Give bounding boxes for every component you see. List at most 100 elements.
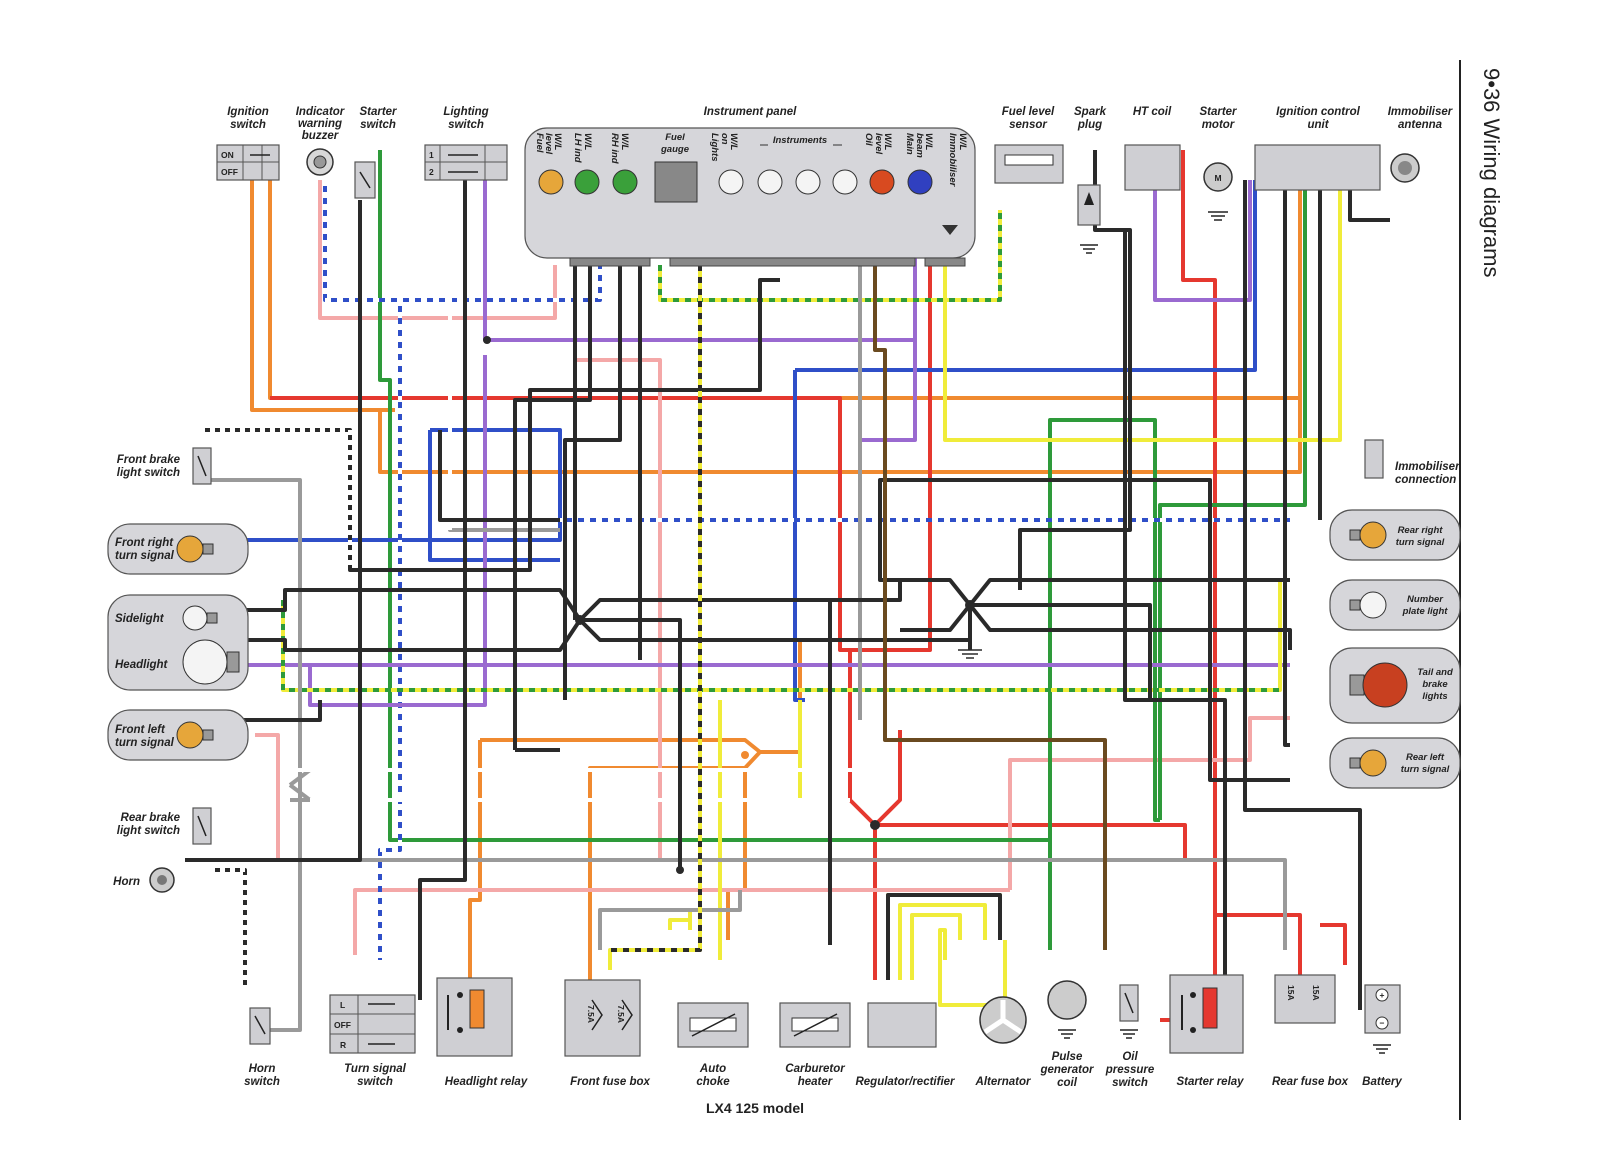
svg-text:Sidelight: Sidelight (115, 613, 165, 625)
ignition-off-label: OFF (221, 167, 238, 177)
wire-black-white (200, 278, 780, 990)
ground-symbol (958, 640, 982, 659)
svg-text:15A: 15A (1311, 985, 1321, 1001)
svg-text:switch: switch (360, 119, 396, 131)
indicator-warning-buzzer: Indicator warning buzzer (296, 106, 345, 176)
regulator-rectifier: Regulator/rectifier (855, 1002, 955, 1088)
svg-text:heater: heater (798, 1076, 833, 1088)
svg-text:Rear brake: Rear brake (121, 812, 181, 824)
oil-pressure-switch: Oil pressure switch (1105, 984, 1155, 1089)
svg-text:Rear left: Rear left (1406, 752, 1445, 763)
svg-text:W/L: W/L (882, 133, 893, 151)
front-fuse-box: 7.5A 7.5A Front fuse box (564, 979, 651, 1088)
rear-brake-light-switch: Rear brake light switch (117, 807, 212, 845)
svg-text:7.5A: 7.5A (586, 1005, 596, 1023)
tail-and-brake-lights: Tail and brake lights (1329, 647, 1461, 724)
svg-text:turn signal: turn signal (115, 737, 175, 749)
immobiliser-antenna: Immobiliser antenna (1388, 106, 1453, 183)
wire-black-white-stripe (200, 428, 352, 990)
svg-text:W/L: W/L (552, 133, 563, 151)
svg-text:Starter: Starter (1199, 106, 1237, 118)
svg-text:Instruments: Instruments (773, 135, 827, 146)
svg-text:Rear fuse box: Rear fuse box (1272, 1076, 1349, 1088)
svg-text:Indicator: Indicator (296, 106, 345, 118)
alternator: Alternator (975, 996, 1031, 1088)
svg-text:Spark: Spark (1074, 106, 1107, 118)
carburetor-heater: Carburetor heater (779, 1002, 851, 1088)
svg-text:Front right: Front right (115, 537, 174, 549)
wire-yellow-stripe (281, 210, 1280, 692)
instrument-panel-lamps (538, 161, 958, 235)
wire-yellow-black-stripe (610, 265, 702, 952)
svg-text:Headlight: Headlight (115, 659, 169, 671)
wire-black (185, 150, 1390, 1010)
svg-text:antenna: antenna (1398, 119, 1443, 131)
wire-yellow-alt-outline (886, 893, 1002, 980)
svg-text:−: − (1380, 1018, 1385, 1028)
starter-relay: Starter relay (1169, 974, 1244, 1088)
svg-text:Fuel: Fuel (534, 133, 545, 153)
svg-text:turn signal: turn signal (1401, 764, 1450, 775)
svg-text:connection: connection (1395, 474, 1456, 486)
model-title: LX4 125 model (706, 1100, 804, 1116)
svg-text:warning: warning (298, 118, 342, 130)
front-left-turn-signal: Front left turn signal (107, 709, 249, 761)
svg-text:Oil: Oil (863, 133, 874, 146)
svg-text:Rear right: Rear right (1398, 525, 1444, 536)
svg-text:Starter relay: Starter relay (1176, 1076, 1244, 1088)
svg-text:+: + (1380, 990, 1385, 1000)
svg-text:OFF: OFF (334, 1020, 351, 1030)
svg-text:Front fuse box: Front fuse box (570, 1076, 650, 1088)
svg-text:Horn: Horn (113, 876, 140, 888)
svg-text:9•36 Wiring diagrams: 9•36 Wiring diagrams (1479, 68, 1504, 277)
svg-text:pressure: pressure (1105, 1064, 1155, 1076)
svg-text:on: on (719, 133, 730, 145)
svg-text:Oil: Oil (1122, 1051, 1138, 1063)
svg-text:Instrument panel: Instrument panel (704, 106, 797, 118)
sidelight-headlight: Sidelight Headlight (107, 594, 249, 691)
svg-text:Headlight relay: Headlight relay (445, 1076, 528, 1088)
svg-text:7.5A: 7.5A (616, 1005, 626, 1023)
wire-white-grey (285, 180, 860, 802)
svg-text:Starter: Starter (359, 106, 397, 118)
svg-text:L: L (340, 1000, 345, 1010)
rear-right-turn-signal: Rear right turn signal (1329, 509, 1461, 561)
svg-text:1: 1 (429, 150, 434, 160)
svg-text:LH ind: LH ind (572, 133, 583, 163)
rear-left-turn-signal: Rear left turn signal (1329, 737, 1461, 789)
svg-text:generator: generator (1039, 1064, 1094, 1076)
svg-text:W/L: W/L (619, 133, 630, 151)
wire-blue-stripe (323, 180, 1290, 960)
svg-text:Pulse: Pulse (1052, 1051, 1083, 1063)
turn-signal-switch: L OFF R Turn signal switch (329, 994, 416, 1088)
svg-text:Fuel: Fuel (665, 132, 685, 143)
spark-plug: Spark plug (1074, 106, 1107, 254)
svg-text:HT coil: HT coil (1133, 106, 1172, 118)
svg-text:Ignition control: Ignition control (1276, 106, 1360, 118)
instrument-panel-column-labels: Fuel level W/L LH ind W/L RH ind W/L Fue… (534, 132, 968, 188)
number-plate-light: Number plate light (1329, 579, 1461, 631)
svg-text:switch: switch (448, 119, 484, 131)
svg-text:Lighting: Lighting (443, 106, 488, 118)
svg-text:Carburetor: Carburetor (785, 1063, 845, 1075)
rear-fuse-box: 15A 15A Rear fuse box (1272, 974, 1349, 1088)
svg-text:beam: beam (914, 133, 925, 158)
ground-stars (483, 336, 982, 874)
auto-choke: Auto choke (677, 1002, 749, 1088)
starter-switch: Starter switch (354, 106, 397, 199)
immobiliser-connection: Immobiliser connection (1364, 439, 1460, 486)
svg-text:Battery: Battery (1362, 1076, 1402, 1088)
svg-text:plate light: plate light (1402, 606, 1449, 617)
svg-text:Tail and: Tail and (1417, 667, 1453, 678)
lighting-switch: Lighting switch 1 2 (424, 106, 508, 181)
horn: Horn (113, 867, 175, 893)
svg-text:W/L: W/L (957, 133, 968, 151)
svg-text:light switch: light switch (117, 825, 180, 837)
svg-text:Horn: Horn (249, 1063, 276, 1075)
ignition-switch-label-1: Ignition (227, 106, 269, 118)
front-brake-light-switch: Front brake light switch (117, 447, 212, 485)
svg-text:turn signal: turn signal (115, 550, 175, 562)
svg-text:Front left: Front left (115, 724, 166, 736)
svg-text:W/L: W/L (728, 133, 739, 151)
